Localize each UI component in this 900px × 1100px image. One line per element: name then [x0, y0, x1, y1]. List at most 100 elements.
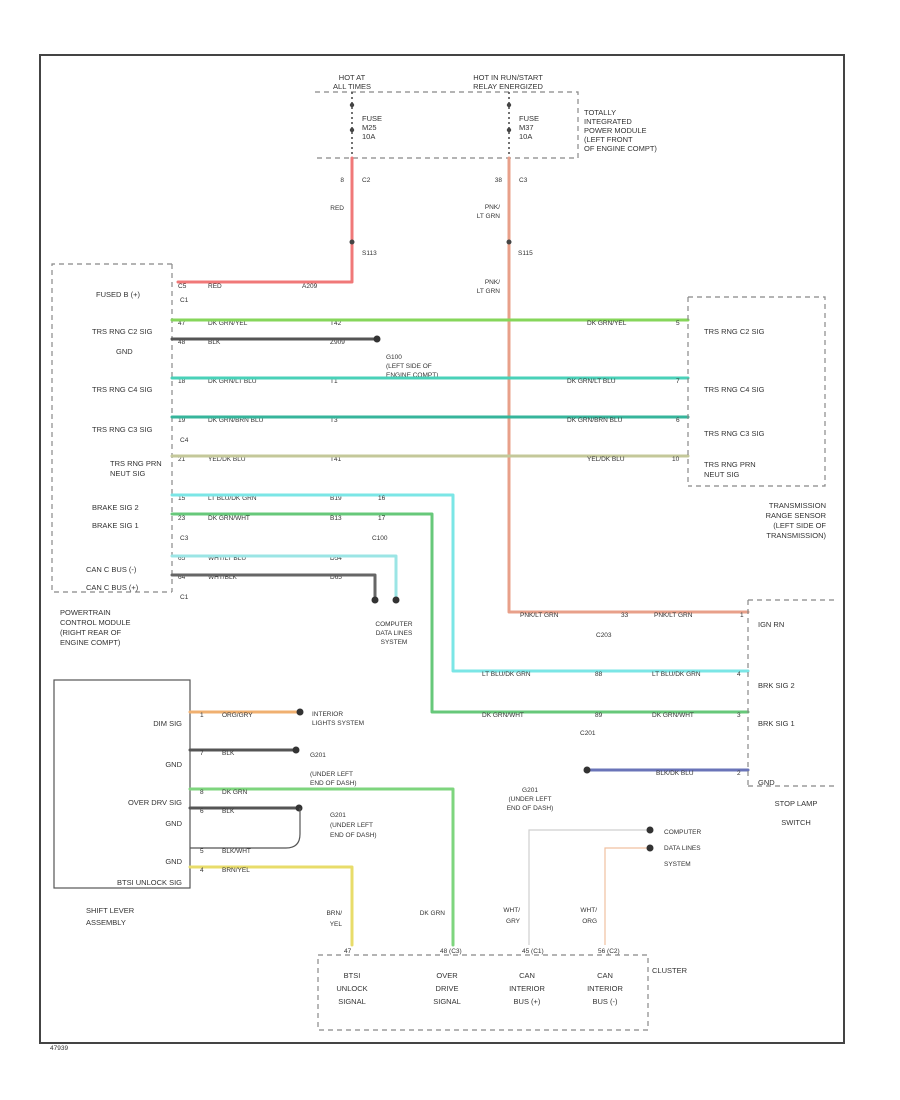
svg-text:PNK/LT GRN: PNK/LT GRN [654, 612, 693, 619]
svg-text:DIM SIG: DIM SIG [153, 719, 182, 728]
svg-text:19: 19 [178, 417, 186, 424]
svg-text:WHT/LT BLU: WHT/LT BLU [208, 555, 246, 562]
svg-text:LT BLU/DK GRN: LT BLU/DK GRN [208, 495, 257, 502]
svg-text:C5: C5 [178, 283, 187, 290]
svg-text:DK GRN/YEL: DK GRN/YEL [587, 320, 627, 327]
svg-text:NEUT SIG: NEUT SIG [110, 469, 145, 478]
tipm-title: TOTALLY [584, 108, 616, 117]
svg-text:C1: C1 [180, 594, 189, 601]
svg-text:ALL TIMES: ALL TIMES [333, 82, 371, 91]
svg-text:C3: C3 [180, 535, 189, 542]
pcm-row-can-minus: CAN C BUS (-) [86, 565, 137, 574]
g201-left-label: G201 [310, 752, 326, 759]
pcm-row-gnd: GND [116, 347, 133, 356]
g100-ground-icon [373, 335, 381, 343]
svg-text:15: 15 [178, 495, 186, 502]
svg-text:23: 23 [178, 515, 186, 522]
svg-text:(LEFT SIDE OF: (LEFT SIDE OF [386, 363, 432, 370]
svg-text:(RIGHT REAR OF: (RIGHT REAR OF [60, 628, 122, 637]
splice-s113-label: S113 [362, 250, 377, 257]
svg-text:END OF DASH): END OF DASH) [310, 780, 357, 787]
svg-text:DATA LINES: DATA LINES [376, 630, 413, 637]
svg-text:7: 7 [200, 750, 204, 757]
svg-text:BTSI: BTSI [344, 971, 361, 980]
g201-left-ground-icon [292, 746, 300, 754]
svg-text:T42: T42 [330, 320, 342, 327]
svg-text:BRN/: BRN/ [326, 910, 342, 917]
svg-text:SYSTEM: SYSTEM [381, 639, 408, 646]
pcm-row-trs-prn: TRS RNG PRN [110, 459, 162, 468]
splice-s115-label: S115 [518, 250, 533, 257]
c201-label: C201 [580, 730, 596, 737]
svg-text:OVER DRV SIG: OVER DRV SIG [128, 798, 182, 807]
pcm-row-brake-1: BRAKE SIG 1 [92, 521, 139, 530]
svg-text:INTERIOR: INTERIOR [587, 984, 623, 993]
svg-text:BLK: BLK [222, 808, 235, 815]
red-feed-wire [176, 156, 354, 284]
fuse-right-top-dot [506, 102, 512, 108]
svg-text:END OF DASH): END OF DASH) [330, 832, 377, 839]
svg-text:3: 3 [737, 712, 741, 719]
svg-text:M25: M25 [362, 123, 377, 132]
svg-text:DK GRN/WHT: DK GRN/WHT [208, 515, 250, 522]
pink-feed-wire [507, 156, 750, 614]
svg-text:LT GRN: LT GRN [477, 213, 501, 220]
svg-text:SWITCH: SWITCH [781, 818, 811, 827]
cluster-title: CLUSTER [652, 966, 688, 975]
svg-text:C1: C1 [180, 297, 189, 304]
svg-text:CAN: CAN [519, 971, 535, 980]
stop-lamp-switch: IGN RN BRK SIG 2 BRK SIG 1 GND STOP LAMP… [747, 599, 834, 827]
svg-text:WHT/: WHT/ [580, 907, 597, 914]
svg-text:64: 64 [178, 574, 186, 581]
cdl-top-label: COMPUTER [375, 621, 413, 628]
svg-text:ENGINE COMPT): ENGINE COMPT) [386, 372, 438, 379]
svg-text:2: 2 [737, 770, 741, 777]
g201-left2-label: G201 [330, 812, 346, 819]
svg-text:47: 47 [344, 948, 352, 955]
pcm-row-trs-c4: TRS RNG C4 SIG [92, 385, 153, 394]
svg-text:INTEGRATED: INTEGRATED [584, 117, 632, 126]
interior-lights-arrow-icon [296, 708, 304, 716]
c3-right-conn: C3 [519, 177, 528, 184]
svg-text:BRK SIG 2: BRK SIG 2 [758, 681, 795, 690]
svg-text:(LEFT FRONT: (LEFT FRONT [584, 135, 633, 144]
hot-all-times-label: HOT AT [339, 73, 366, 82]
svg-text:T1: T1 [330, 378, 338, 385]
svg-text:GND: GND [165, 819, 182, 828]
svg-text:INTERIOR: INTERIOR [509, 984, 545, 993]
c203-label: C203 [596, 632, 612, 639]
svg-text:RELAY ENERGIZED: RELAY ENERGIZED [473, 82, 543, 91]
svg-text:BLK: BLK [222, 750, 235, 757]
wire-can-interior-minus [604, 847, 648, 945]
svg-text:POWER MODULE: POWER MODULE [584, 126, 647, 135]
svg-text:LT BLU/DK GRN: LT BLU/DK GRN [482, 671, 531, 678]
svg-text:TRANSMISSION): TRANSMISSION) [766, 531, 826, 540]
wire-shift-gnd-5 [190, 808, 301, 849]
svg-text:21: 21 [178, 456, 186, 463]
svg-text:BUS (-): BUS (-) [593, 997, 619, 1006]
svg-text:GRY: GRY [506, 918, 521, 925]
svg-text:B19: B19 [330, 495, 342, 502]
svg-text:DK GRN/LT BLU: DK GRN/LT BLU [208, 378, 257, 385]
pcm-row-trs-c2: TRS RNG C2 SIG [92, 327, 153, 336]
cdl-bottom-label: COMPUTER [664, 829, 702, 836]
svg-text:LT BLU/DK GRN: LT BLU/DK GRN [652, 671, 701, 678]
svg-text:GND: GND [165, 857, 182, 866]
wire-can-interior-plus [528, 829, 648, 945]
cdl-top-arrow-icon [371, 596, 379, 604]
svg-text:6: 6 [676, 417, 680, 424]
svg-text:17: 17 [378, 515, 386, 522]
svg-text:7: 7 [676, 378, 680, 385]
svg-text:M37: M37 [519, 123, 534, 132]
svg-text:PNK/: PNK/ [485, 279, 500, 286]
c100-label: C100 [372, 535, 388, 542]
svg-text:CAN: CAN [597, 971, 613, 980]
svg-text:BUS (+): BUS (+) [514, 997, 541, 1006]
svg-text:(UNDER LEFT: (UNDER LEFT [509, 796, 552, 803]
svg-text:DRIVE: DRIVE [436, 984, 459, 993]
svg-text:C4: C4 [180, 437, 189, 444]
svg-text:T3: T3 [330, 417, 338, 424]
tipm-module: HOT AT ALL TIMES HOT IN RUN/START RELAY … [315, 73, 657, 159]
svg-text:48 (C3): 48 (C3) [440, 948, 462, 955]
svg-text:YEL/DK BLU: YEL/DK BLU [587, 456, 625, 463]
